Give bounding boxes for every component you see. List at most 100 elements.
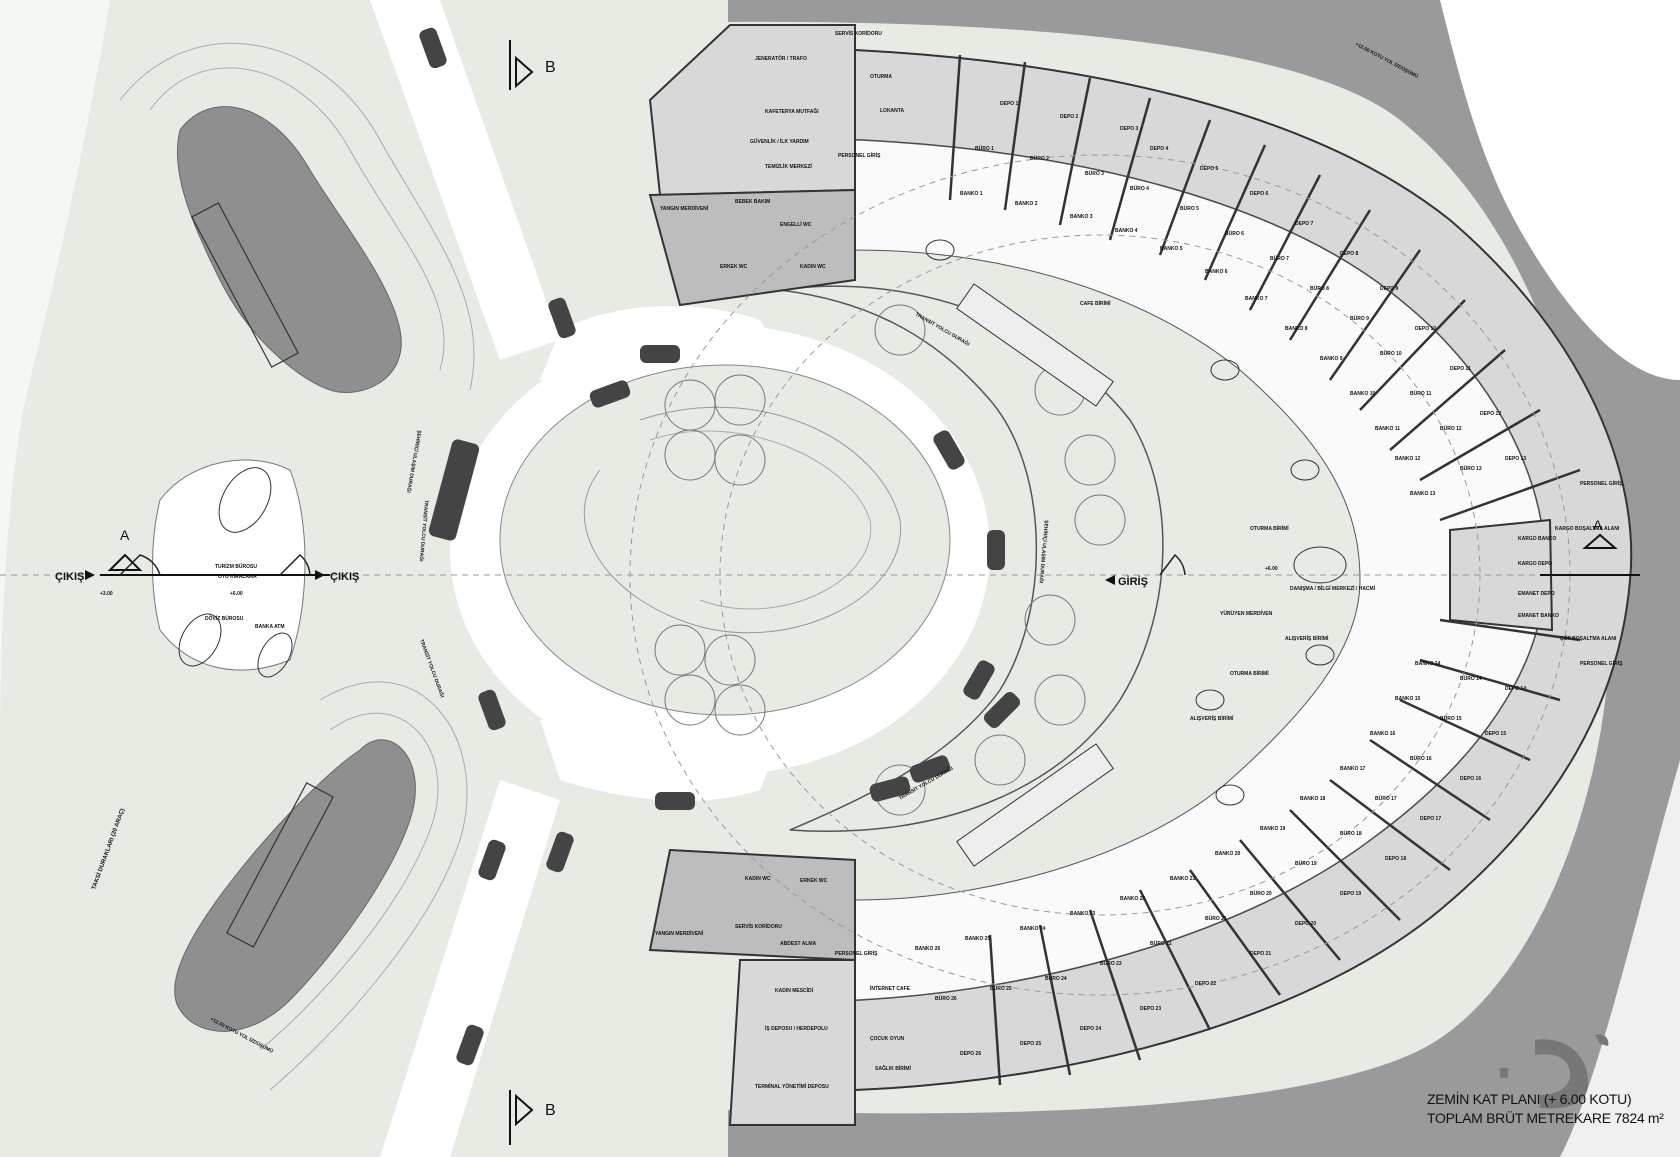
office-partitions	[948, 54, 1581, 1086]
office-depo: DEPO 4	[1150, 146, 1169, 152]
office-banko: BANKO 11	[1375, 426, 1400, 432]
office-banko: BANKO 25	[965, 936, 991, 942]
road-top-right	[1440, 0, 1680, 380]
vehicles	[419, 27, 1021, 1066]
staff-entry-north: PERSONEL GİRİŞ	[838, 152, 881, 159]
crescent-garden	[779, 285, 1164, 832]
shop-label-1: ALIŞVERİŞ BİRİMİ	[1285, 635, 1329, 642]
key-plan-icon	[1500, 1034, 1609, 1109]
office-banko: BANKO 12	[1395, 456, 1421, 462]
storage-room-south: İŞ DEPOSU / HERDEPOLU	[765, 1025, 828, 1032]
road-merge-top	[540, 306, 780, 380]
exit-arrow-left-icon	[85, 570, 95, 580]
office-banko: BANKO 20	[1215, 851, 1241, 857]
office-buro: BÜRO 6	[1225, 230, 1244, 237]
service-corridor-south: SERVİS KORİDORU	[735, 923, 782, 930]
cargo-desk-label: KARGO BANKO	[1518, 536, 1556, 542]
office-buro: BÜRO 1	[975, 145, 994, 152]
office-banko: BANKO 2	[1015, 201, 1038, 207]
office-depo: DEPO 9	[1380, 286, 1399, 292]
office-banko: BANKO 3	[1070, 214, 1093, 220]
generator-room: JENERATÖR / TRAFO	[755, 55, 807, 62]
title-block: ZEMİN KAT PLANI (+ 6.00 KOTU) TOPLAM BRÜ…	[1427, 1090, 1664, 1128]
office-buro: BÜRO 8	[1310, 285, 1329, 292]
wc-women-south: KADIN WC	[745, 876, 771, 882]
office-depo: DEPO 17	[1420, 816, 1441, 822]
office-buro: BÜRO 11	[1410, 390, 1432, 397]
staff-entry-east-1: PERSONEL GİRİŞ	[1580, 480, 1623, 487]
level-mid: +6.00	[230, 591, 243, 597]
office-banko: BANKO 18	[1300, 796, 1326, 802]
drawing-title: ZEMİN KAT PLANI (+ 6.00 KOTU)	[1427, 1091, 1632, 1107]
section-a-left: A	[120, 527, 130, 543]
staff-entry-south: PERSONEL GİRİŞ	[835, 950, 878, 957]
office-buro: BÜRO 2	[1030, 155, 1049, 162]
luggage-desk-label: EMANET BANKO	[1518, 613, 1559, 619]
office-depo: DEPO 1	[1000, 101, 1019, 107]
entrance-plaza	[152, 459, 306, 671]
entrance-arrow-icon	[1105, 575, 1115, 585]
bank-label: BANKA ATM	[255, 624, 285, 630]
kiosk-2	[1290, 459, 1320, 481]
lobby-room: LOKANTA	[880, 108, 904, 114]
kitchen-room: KAFETERYA MUTFAĞI	[765, 107, 819, 115]
offices-south: DEPO 14 DEPO 15 DEPO 16 DEPO 17 DEPO 18 …	[915, 661, 1526, 1057]
baby-room-north: BEBEK BAKIM	[735, 199, 770, 205]
exit-doors	[119, 553, 1186, 576]
office-buro: BÜRO 20	[1250, 890, 1272, 897]
office-banko: BANKO 5	[1160, 246, 1183, 252]
shop-label-2: ALIŞVERİŞ BİRİMİ	[1190, 715, 1234, 722]
entrance-label: GİRİŞ	[1118, 575, 1148, 588]
island-contour	[583, 406, 901, 634]
office-depo: DEPO 16	[1460, 776, 1481, 782]
wc-men-south: ERKEK WC	[800, 878, 828, 884]
concourse	[854, 139, 1546, 1001]
seating-label-2: OTURMA BİRİMİ	[1230, 670, 1269, 677]
office-banko: BANKO 15	[1395, 696, 1421, 702]
office-banko: BANKO 23	[1070, 911, 1096, 917]
section-lines	[100, 40, 1640, 1145]
info-desk	[1293, 546, 1347, 584]
office-buro: BÜRO 18	[1340, 830, 1362, 837]
office-banko: BANKO 19	[1260, 826, 1286, 832]
contour-lines	[119, 43, 475, 1091]
kids-area: ÇOCUK OYUN	[870, 1036, 905, 1042]
cargo-loading-label: KARGO BOŞALTMA ALANI	[1555, 526, 1620, 532]
office-banko: BANKO 1	[960, 191, 983, 197]
office-depo: DEPO 13	[1505, 456, 1526, 462]
cafe-label: CAFE BİRİMİ	[1080, 300, 1111, 307]
office-buro: BÜRO 12	[1440, 425, 1462, 432]
mound-south	[174, 739, 416, 1032]
car-rental-label: OTO KİRALAMA	[218, 573, 257, 580]
office-buro: BÜRO 21	[1205, 915, 1227, 922]
escalator-south	[956, 743, 1114, 867]
kiosk-4	[1195, 689, 1225, 711]
office-banko: BANKO 22	[1120, 896, 1146, 902]
office-buro: BÜRO 14	[1460, 675, 1482, 682]
staff-entry-east-2: PERSONEL GİRİŞ	[1580, 660, 1623, 667]
escalator-label: YÜRÜYEN MERDİVEN	[1220, 610, 1273, 617]
road-north	[370, 0, 560, 360]
road-bottom-right	[1560, 760, 1680, 1157]
office-depo: DEPO 22	[1195, 981, 1216, 987]
office-buro: BÜRO 7	[1270, 255, 1289, 262]
office-depo: DEPO 2	[1060, 114, 1079, 120]
office-buro: BÜRO 25	[990, 985, 1012, 992]
internet-cafe: İNTERNET CAFE	[870, 985, 911, 992]
level-right: +6.00	[1265, 566, 1278, 572]
office-buro: BÜRO 4	[1130, 185, 1149, 192]
tourism-kiosk	[218, 467, 272, 533]
wc-men-north: ERKEK WC	[720, 264, 748, 270]
office-buro: BÜRO 16	[1410, 755, 1432, 762]
office-depo: DEPO 26	[960, 1051, 981, 1057]
kiosk-6	[1215, 784, 1245, 806]
info-center-label: DANIŞMA / BİLGİ MERKEZİ / HACMİ	[1290, 585, 1376, 592]
office-banko: BANKO 14	[1415, 661, 1441, 667]
exit-arrow-right-icon	[315, 570, 325, 580]
office-buro: BÜRO 22	[1150, 940, 1172, 947]
office-buro: BÜRO 19	[1295, 860, 1317, 867]
atm-kiosk	[257, 632, 293, 678]
offices-north: DEPO 1 DEPO 2 DEPO 3 DEPO 4 DEPO 5 DEPO …	[960, 101, 1526, 497]
office-depo: DEPO 23	[1140, 1006, 1161, 1012]
ablution-room: ABDEST ALMA	[780, 941, 817, 947]
